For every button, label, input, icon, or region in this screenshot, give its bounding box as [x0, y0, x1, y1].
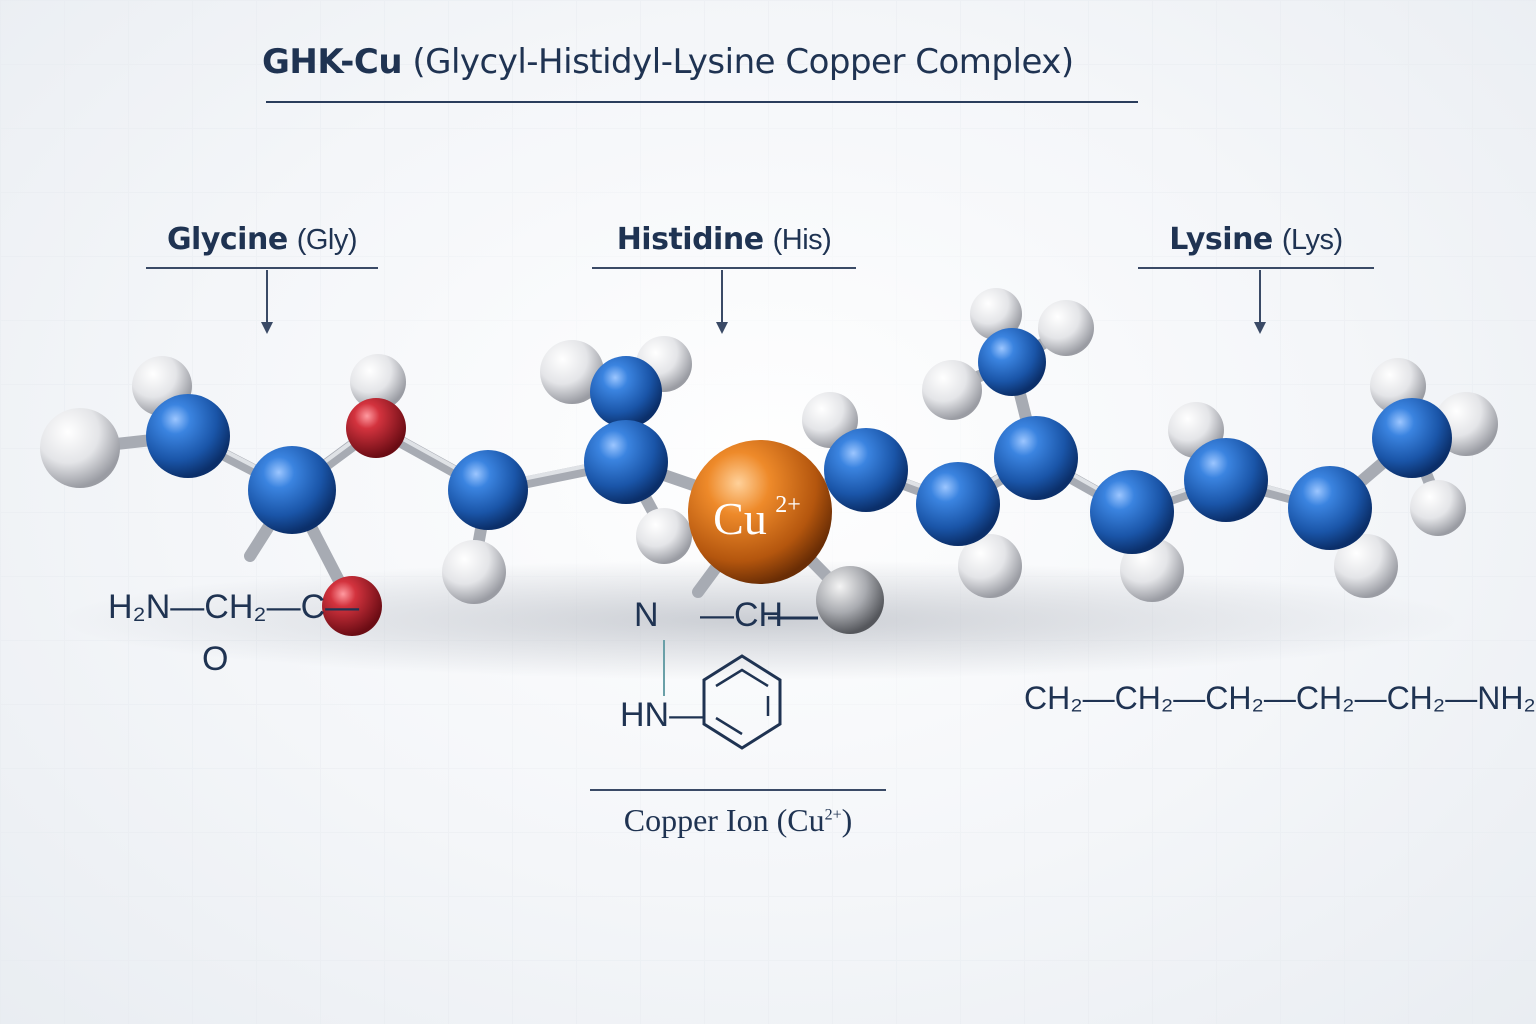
histidine-abbr: (His)	[772, 224, 832, 256]
backbone-atom	[448, 450, 528, 530]
glycine-arrow	[266, 270, 268, 322]
ring-inner-bonds	[715, 668, 769, 688]
hydrogen-atom	[350, 354, 406, 410]
backbone-atom	[1372, 398, 1452, 478]
copper-ion: Cu 2+	[688, 440, 832, 584]
glycine-oxygen: O	[202, 640, 229, 678]
backbone-atom	[1288, 466, 1372, 550]
lysine-name: Lysine	[1169, 222, 1273, 257]
oxygen-atom	[346, 398, 406, 458]
copper-atom	[688, 440, 832, 584]
backbone-atom	[590, 356, 662, 428]
histidine-name: Histidine	[616, 222, 764, 257]
diagram-title: GHK-Cu (Glycyl-Histidyl-Lysine Copper Co…	[262, 42, 1074, 82]
hydrogen-atom	[1410, 480, 1466, 536]
molecule-shadow	[60, 560, 1460, 680]
copper-charge: 2+	[775, 492, 801, 518]
ring-outline	[702, 654, 782, 750]
hydrogen-atom	[802, 392, 858, 448]
lysine-label: Lysine (Lys)	[1138, 222, 1374, 257]
lysine-abbr: (Lys)	[1281, 224, 1343, 256]
backbone-atom	[978, 328, 1046, 396]
backbone-atoms	[146, 328, 1452, 554]
hydrogen-atom	[540, 340, 604, 404]
backbone-atom	[584, 420, 668, 504]
backbone-atom	[146, 394, 230, 478]
histidine-rule	[592, 267, 856, 269]
oxygen-atom	[322, 576, 382, 636]
histidine-label: Histidine (His)	[592, 222, 856, 257]
hydrogen-atom	[1038, 300, 1094, 356]
backbone-atom	[994, 416, 1078, 500]
hydrogen-atom	[1334, 534, 1398, 598]
lysine-arrowhead	[1254, 322, 1266, 334]
ring-inner-bond	[715, 716, 743, 736]
oxygen-atoms	[322, 398, 406, 636]
lysine-formula: CH₂—CH₂—CH₂—CH₂—CH₂—NH₂	[1024, 680, 1536, 716]
histidine-hn: HN—	[620, 696, 704, 734]
glycine-abbr: (Gly)	[296, 224, 358, 256]
hydrogen-atom	[958, 534, 1022, 598]
backbone-atom	[824, 428, 908, 512]
lysine-arrow	[1259, 270, 1261, 322]
copper-ion-label: Copper Ion (Cu2+)	[623, 802, 853, 838]
ligand-atom	[816, 566, 884, 634]
copper-symbol: Cu	[713, 493, 767, 544]
glycine-label: Glycine (Gly)	[146, 222, 378, 257]
histidine-ch: —CH	[700, 596, 784, 634]
backbone-atom	[1090, 470, 1174, 554]
glycine-rule	[146, 267, 378, 269]
hydrogen-atom	[40, 408, 120, 488]
glycine-formula: H₂N—CH₂—C—	[108, 588, 360, 626]
backbone-atom	[248, 446, 336, 534]
hydrogen-atom	[442, 540, 506, 604]
hydrogen-atom	[970, 288, 1022, 340]
histidine-arrowhead	[716, 322, 728, 334]
title-underline	[266, 101, 1138, 103]
glycine-arrowhead	[261, 322, 273, 334]
hydrogen-atom	[636, 508, 692, 564]
imidazole-ring	[702, 654, 782, 750]
histidine-arrow	[721, 270, 723, 322]
backbone-atom	[1184, 438, 1268, 522]
hydrogen-atom	[922, 360, 982, 420]
glycine-name: Glycine	[166, 222, 288, 257]
backbone-atom	[916, 462, 1000, 546]
lysine-rule	[1138, 267, 1374, 269]
histidine-n: N	[634, 596, 659, 634]
hydrogen-atom	[1120, 538, 1184, 602]
